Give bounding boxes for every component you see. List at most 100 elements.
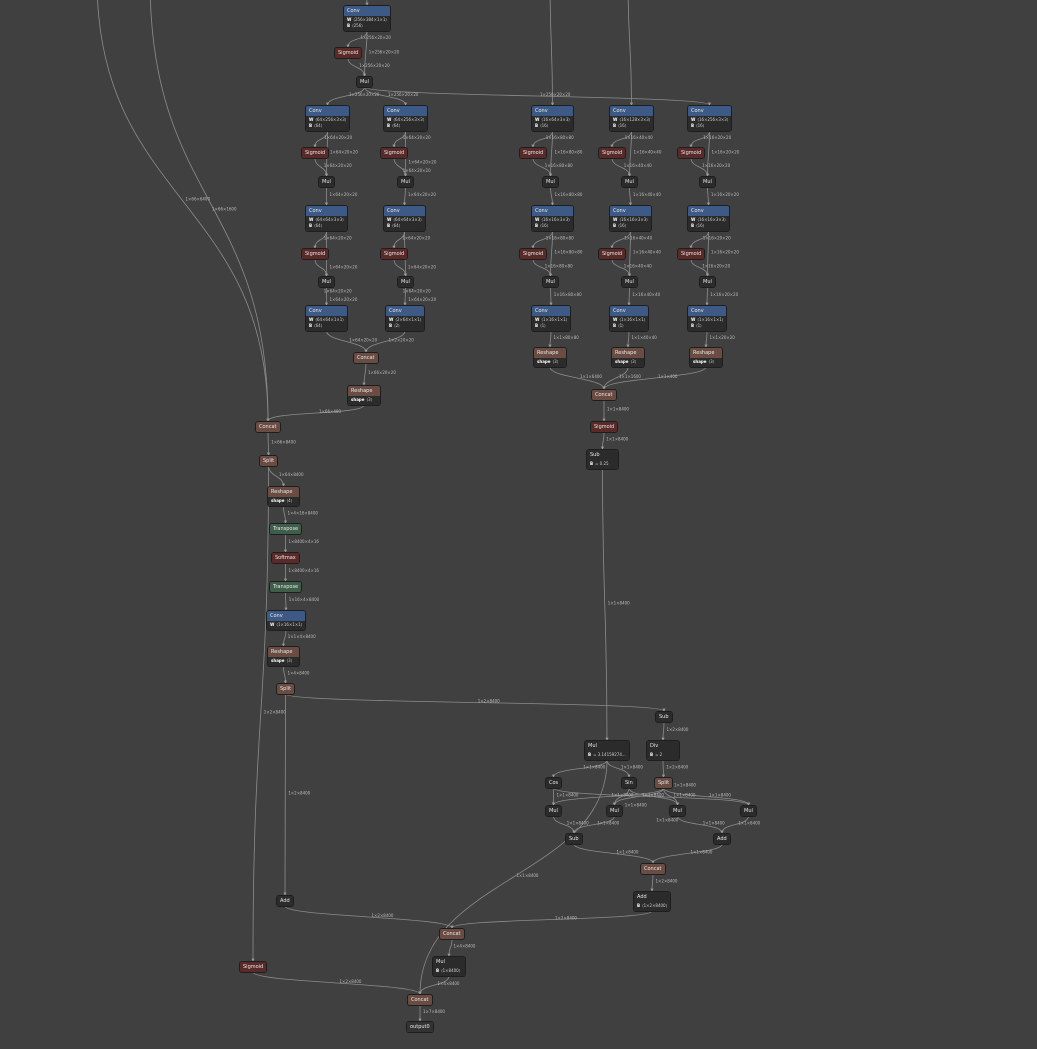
edge-label: 1×256×20×20 [349, 92, 380, 97]
node-output[interactable]: output0 [407, 1022, 433, 1032]
node-mul[interactable]: Mul [546, 806, 561, 816]
node-add[interactable]: Add [714, 834, 730, 844]
node-concat[interactable]: Concat [440, 929, 464, 939]
node-attribute: B= 0.25 [590, 461, 615, 467]
edge-label: 1×1×8400 [691, 850, 713, 855]
node-concat[interactable]: Concat [592, 390, 616, 400]
node-sigmoid[interactable]: Sigmoid [520, 249, 547, 259]
node-transpose[interactable]: Transpose [270, 582, 302, 592]
node-mul[interactable]: Mul [398, 177, 413, 187]
node-sigmoid[interactable]: Sigmoid [335, 48, 362, 58]
node-mul[interactable]: Mul [607, 806, 622, 816]
attribute-value: ⟨64⟩ [314, 223, 323, 228]
node-attribute: B⟨1⟩ [613, 323, 645, 329]
edge-label: 1×1×8400 [674, 793, 696, 798]
node-split[interactable]: Split [260, 456, 278, 466]
node-split[interactable]: Split [277, 684, 295, 694]
node-attributes: B= 0.25 [587, 460, 618, 469]
node-sigmoid[interactable]: Sigmoid [520, 148, 547, 158]
attribute-name: W [691, 217, 696, 222]
attribute-name: W [389, 317, 394, 322]
node-sigmoid[interactable]: Sigmoid [381, 249, 408, 259]
node-title: Sub [566, 834, 582, 844]
node-softmax[interactable]: Softmax [272, 553, 299, 563]
node-transpose[interactable]: Transpose [270, 524, 302, 534]
node-mul[interactable]: Mul [622, 177, 637, 187]
node-concat[interactable]: Concat [354, 353, 378, 363]
edge [602, 468, 609, 741]
node-attributes: shape⟨3⟩ [268, 657, 299, 666]
node-mul[interactable]: Mul [543, 277, 558, 287]
node-mul[interactable]: Mul [319, 277, 334, 287]
edge-label: 1×64×20×20 [408, 192, 436, 197]
node-cos[interactable]: Cos [546, 778, 562, 788]
node-sub[interactable]: Sub [566, 834, 582, 844]
edge-label: 1×256×20×20 [369, 50, 400, 55]
node-split[interactable]: Split [655, 778, 673, 788]
node-sigmoid[interactable]: Sigmoid [302, 249, 329, 259]
node-add[interactable]: Add [277, 896, 293, 906]
node-concat[interactable]: Concat [408, 995, 432, 1005]
edge [268, 465, 286, 487]
node-sigmoid[interactable]: Sigmoid [381, 148, 408, 158]
node-mul[interactable]: Mul [398, 277, 413, 287]
node-sub[interactable]: Sub [656, 712, 672, 722]
node-sigmoid[interactable]: Sigmoid [599, 148, 626, 158]
node-mul[interactable]: Mul [543, 177, 558, 187]
edge-label: 1×1×8400 [567, 821, 589, 826]
node-mul[interactable]: Mul [670, 806, 685, 816]
node-concat[interactable]: Concat [641, 864, 665, 874]
attribute-value: ⟨16×128×3×3⟩ [619, 117, 651, 122]
node-attributes: W⟨16×16×3×3⟩B⟨16⟩ [532, 216, 573, 231]
node-sin[interactable]: Sin [622, 778, 636, 788]
node-sigmoid[interactable]: Sigmoid [599, 249, 626, 259]
node-sigmoid[interactable]: Sigmoid [302, 148, 329, 158]
node-sigmoid[interactable]: Sigmoid [591, 422, 618, 432]
edge-label: 1×1×8400 [625, 803, 647, 808]
node-mul[interactable]: Mul [741, 806, 756, 816]
node-sigmoid[interactable]: Sigmoid [678, 249, 705, 259]
edge-label: 1×1×20×20 [710, 335, 736, 340]
node-attribute: shape⟨3⟩ [537, 359, 563, 365]
node-mul[interactable]: Mul [357, 77, 372, 87]
edge [626, 330, 630, 348]
node-sigmoid[interactable]: Sigmoid [240, 962, 267, 972]
node-concat[interactable]: Concat [256, 422, 280, 432]
node-mul[interactable]: Mul [700, 177, 715, 187]
node-title: Div [647, 741, 679, 751]
node-sigmoid[interactable]: Sigmoid [678, 148, 705, 158]
node-mul[interactable]: Mul [700, 277, 715, 287]
node-mul[interactable]: Mul [622, 277, 637, 287]
edge [705, 286, 709, 306]
node-mul[interactable]: Mul [319, 177, 334, 187]
attribute-value: ⟨16×16×3×3⟩ [619, 217, 648, 222]
